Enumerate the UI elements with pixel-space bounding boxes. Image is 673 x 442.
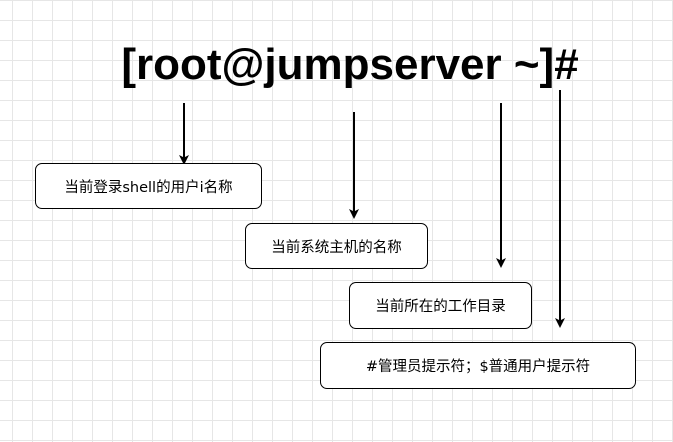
label-working-dir: 当前所在的工作目录	[349, 282, 532, 329]
command-prompt-title: [root@jumpserver ~]#	[121, 40, 579, 89]
label-prompt-symbol: #管理员提示符；$普通用户提示符	[320, 342, 636, 389]
label-working-dir-text: 当前所在的工作目录	[375, 299, 506, 315]
label-user-name-text: 当前登录shell的用户i名称	[64, 179, 233, 196]
label-host-name: 当前系统主机的名称	[245, 223, 428, 269]
label-host-name-text: 当前系统主机的名称	[271, 239, 402, 256]
label-user-name: 当前登录shell的用户i名称	[35, 163, 262, 209]
label-prompt-symbol-text: #管理员提示符；$普通用户提示符	[365, 359, 591, 375]
